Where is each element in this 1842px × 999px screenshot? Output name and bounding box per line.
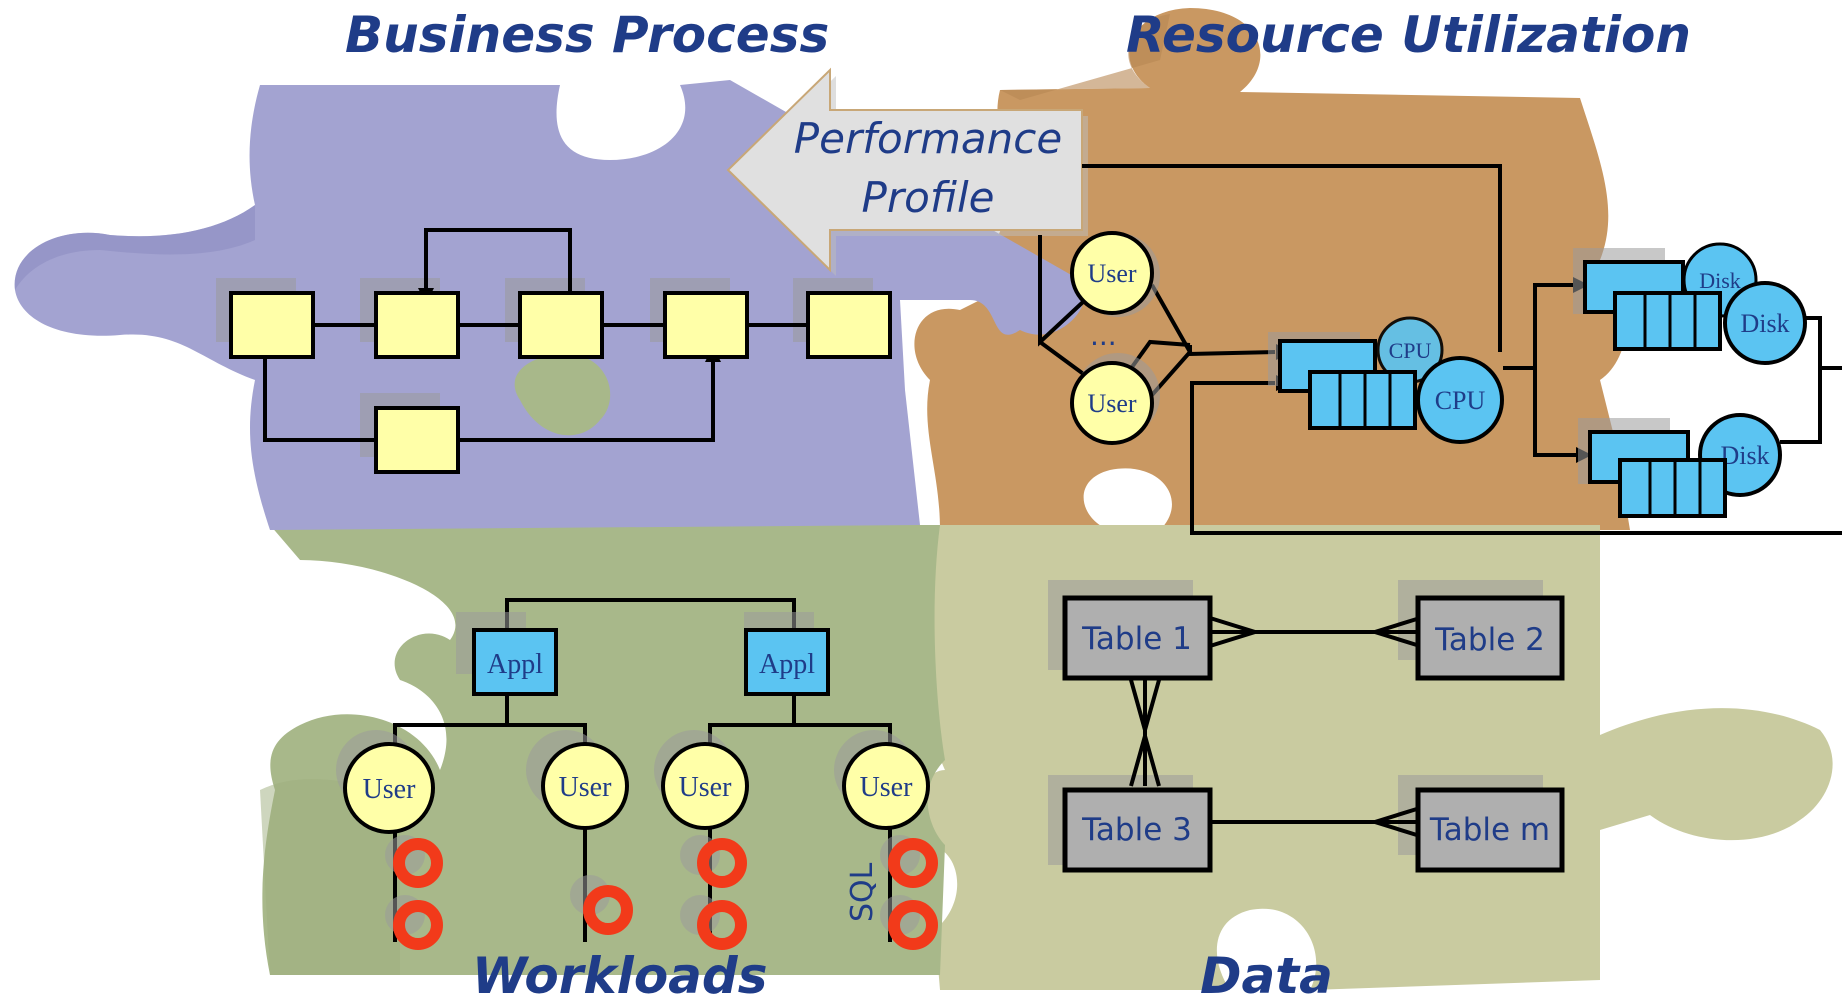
resource-user-2-label: User [1087,389,1136,418]
table-2 [1415,595,1565,681]
disk2-out-wire [1780,368,1822,444]
sql-ring [888,838,938,888]
sql-ring [393,838,443,888]
sql-ring [697,838,747,888]
title-resource-utilization: Resource Utilization [1126,6,1691,64]
resource-user-1 [1070,231,1154,315]
workload-user-4-label: User [860,772,914,803]
appl-2-label: Appl [759,649,815,680]
table-1 [1062,595,1213,681]
cpu-server-back-label: CPU [1389,338,1432,363]
process-step-5 [806,291,892,359]
sql-ring [393,900,443,950]
performance-profile-line1: Performance [794,114,1062,163]
table-m-label: Table m [1429,812,1550,848]
return-wire [1082,164,1502,352]
sql-ring [697,900,747,950]
table-1-label: Table 1 [1081,621,1192,657]
to-disk1-wire [1503,283,1575,370]
table-3-label: Table 3 [1081,812,1192,848]
data-tables: Table 1 Table 2 Table 3 Table m [1048,580,1565,873]
process-step-3 [518,291,604,359]
performance-profile-arrow: Performance Profile [726,67,1088,276]
resource-user-1-label: User [1087,259,1136,288]
title-data: Data [1200,947,1333,999]
title-business-process: Business Process [345,6,829,64]
disk1-queue [1613,291,1722,351]
cpu-server-label: CPU [1435,386,1486,415]
title-workloads: Workloads [472,947,767,999]
disk1-server [1723,281,1807,365]
workloads-tree: Appl Appl User User User User [336,598,938,950]
process-step-branch [374,406,460,474]
workload-user-2-label: User [559,772,613,803]
table-m [1415,787,1565,873]
sql-ring [583,885,633,935]
users-ellipsis: ... [1090,319,1117,352]
cpu-queue [1308,370,1417,430]
disk2-server-label: Disk [1720,441,1769,470]
table-3 [1062,787,1213,873]
queueing-network: User User ... CPU CPU Disk Disk Disk [1038,164,1842,535]
workload-user-1-label: User [363,774,417,805]
sql-label: SQL [845,862,880,922]
process-step-4 [663,291,749,359]
feedback-arrow [424,228,572,293]
to-cpu-wire [1188,350,1276,356]
business-process-flow [216,228,892,474]
feedback-loop-wire [1190,381,1842,535]
table-2-label: Table 2 [1434,622,1545,658]
process-step-2 [374,291,460,359]
sql-ring-group [385,835,938,950]
workload-user-4 [842,742,930,830]
performance-profile-line2: Profile [862,173,995,222]
branch-arrow [263,357,376,442]
to-disk2-wire [1533,368,1578,457]
workload-user-3-label: User [679,772,733,803]
disk1-out-wire [1806,316,1842,370]
disk2-queue [1618,458,1727,518]
workload-user-2 [541,742,629,830]
process-step-1 [229,291,315,359]
disk1-server-back-label: Disk [1699,268,1741,293]
workload-user-1 [343,742,435,834]
merge-arrow [457,362,715,442]
resource-user-2 [1070,361,1154,445]
cpu-server [1416,356,1504,444]
workload-user-3 [661,742,749,830]
sql-ring [888,900,938,950]
appl-1-label: Appl [487,649,543,680]
appl-1 [472,628,558,696]
disk1-server-label: Disk [1740,309,1789,338]
appl-2 [744,628,830,696]
